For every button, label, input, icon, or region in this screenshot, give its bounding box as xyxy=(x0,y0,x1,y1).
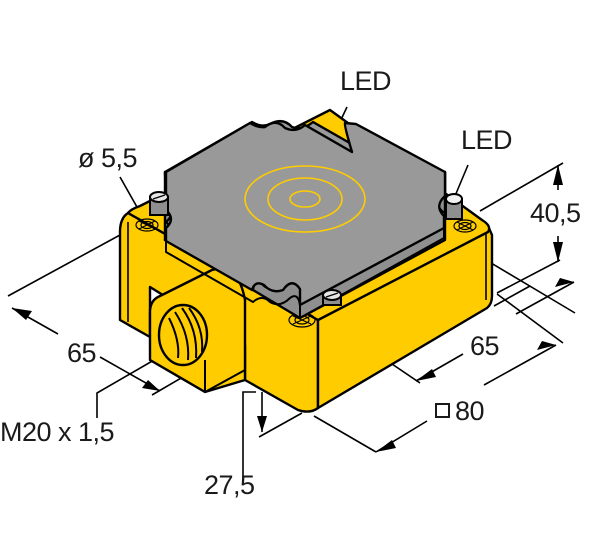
dimension-arrows xyxy=(12,165,574,452)
led-indicator-icon xyxy=(445,193,463,220)
coil-rings-icon xyxy=(244,165,366,233)
thread-label: M20 x 1,5 xyxy=(0,417,115,447)
width-right-dimension-label: 65 xyxy=(470,331,500,361)
screw-left-icon xyxy=(149,191,169,216)
mounting-holes xyxy=(135,218,477,328)
screws xyxy=(149,191,463,306)
hole-diameter-label: ø 5,5 xyxy=(78,143,138,173)
square-size-value: 80 xyxy=(455,396,485,426)
screw-bottom-icon xyxy=(322,289,342,306)
width-left-dimension-label: 65 xyxy=(67,338,97,368)
square-symbol-icon xyxy=(435,403,450,418)
cable-gland xyxy=(148,267,247,394)
height-dimension-label: 40,5 xyxy=(530,198,581,228)
led-top-label: LED xyxy=(340,66,392,96)
gland-height-label: 27,5 xyxy=(204,470,255,500)
square-size-label: 80 xyxy=(435,396,485,426)
led-right-label: LED xyxy=(461,125,513,155)
lid-top xyxy=(164,121,447,319)
